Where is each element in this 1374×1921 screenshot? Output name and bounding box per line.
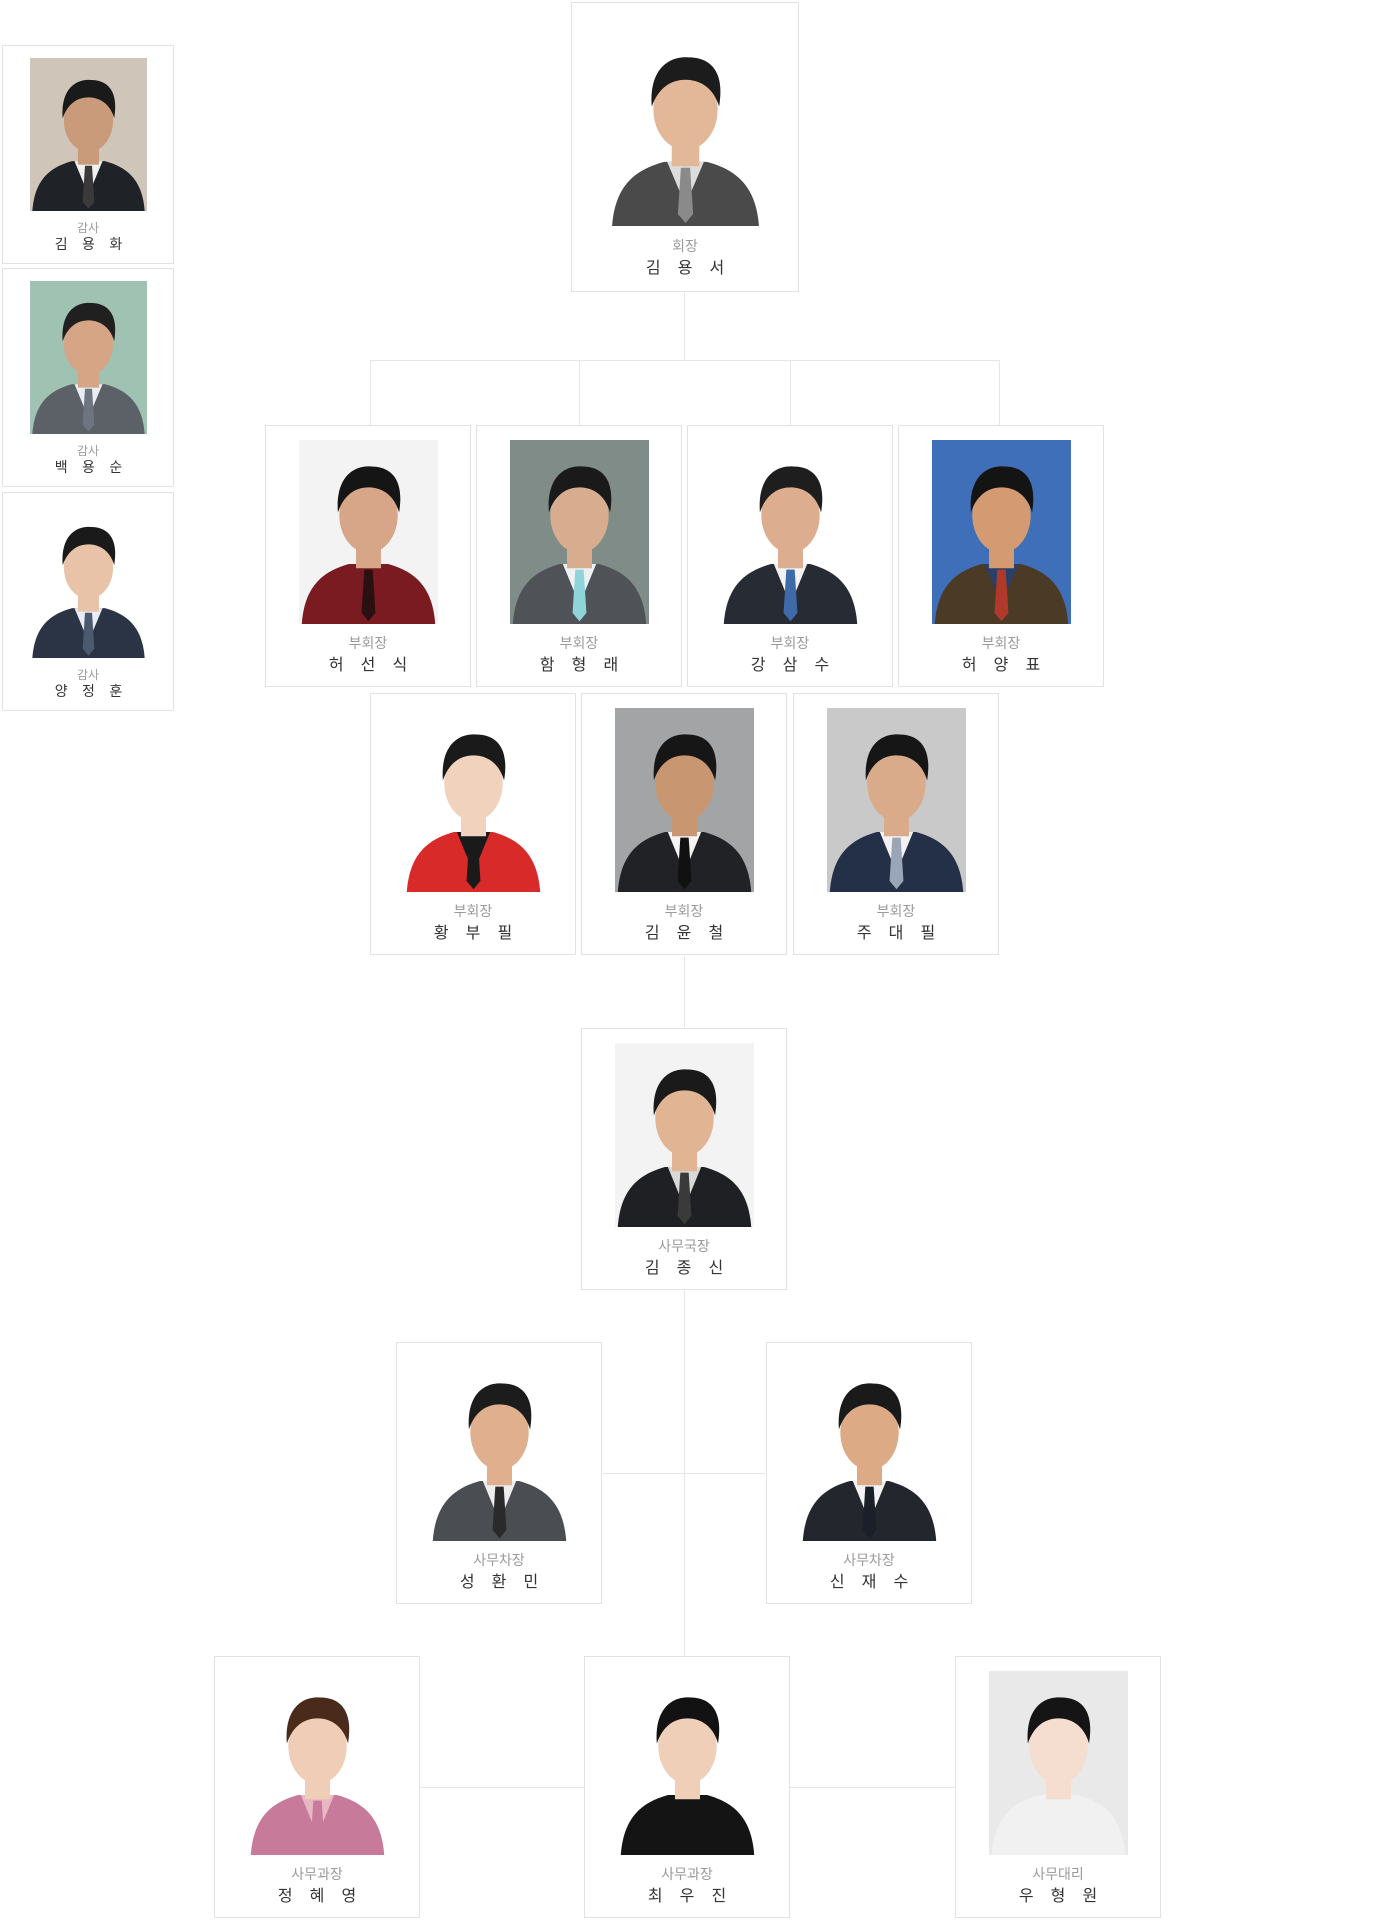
profile-photo bbox=[299, 440, 438, 624]
position-title: 부회장 bbox=[348, 636, 388, 652]
profile-photo bbox=[30, 505, 147, 658]
profile-photo bbox=[30, 58, 147, 211]
person-name: 성 환 민 bbox=[459, 1572, 545, 1591]
vice-president-card: 부회장 강 삼 수 bbox=[687, 425, 893, 687]
position-title: 사무과장 bbox=[291, 1867, 343, 1883]
position-title: 사무차장 bbox=[473, 1553, 525, 1569]
secretary-general-card: 사무국장 김 종 신 bbox=[581, 1028, 787, 1290]
person-name: 김 종 신 bbox=[644, 1258, 730, 1277]
position-title: 부회장 bbox=[453, 904, 493, 920]
connector-line bbox=[684, 956, 685, 1028]
connector-line bbox=[684, 1290, 685, 1658]
profile-photo bbox=[827, 708, 966, 892]
connector-line bbox=[370, 360, 1000, 361]
position-title: 부회장 bbox=[664, 904, 704, 920]
profile-photo bbox=[932, 440, 1071, 624]
person-name: 정 혜 영 bbox=[277, 1886, 363, 1905]
connector-line bbox=[684, 290, 685, 360]
person-name: 허 선 식 bbox=[328, 655, 414, 674]
president-card: 회장 김 용 서 bbox=[571, 2, 799, 292]
manager-card: 사무과장 최 우 진 bbox=[584, 1656, 790, 1918]
auditor-card: 감사 양 정 훈 bbox=[2, 492, 174, 711]
person-name: 강 삼 수 bbox=[750, 655, 836, 674]
vice-president-card: 부회장 함 형 래 bbox=[476, 425, 682, 687]
person-name: 양 정 훈 bbox=[54, 684, 128, 700]
profile-photo bbox=[615, 1043, 754, 1227]
connector-line bbox=[420, 1787, 585, 1788]
person-name: 허 양 표 bbox=[961, 655, 1047, 674]
vice-president-card: 부회장 황 부 필 bbox=[370, 693, 576, 955]
connector-line bbox=[790, 360, 791, 425]
position-title: 사무국장 bbox=[658, 1239, 710, 1255]
connector-line bbox=[790, 1787, 955, 1788]
person-name: 최 우 진 bbox=[647, 1886, 733, 1905]
person-name: 주 대 필 bbox=[856, 923, 942, 942]
profile-photo bbox=[510, 440, 649, 624]
manager-card: 사무대리 우 형 원 bbox=[955, 1656, 1161, 1918]
deputy-secretary-card: 사무차장 신 재 수 bbox=[766, 1342, 972, 1604]
vice-president-card: 부회장 주 대 필 bbox=[793, 693, 999, 955]
vice-president-card: 부회장 허 양 표 bbox=[898, 425, 1104, 687]
person-name: 김 용 화 bbox=[54, 237, 128, 253]
deputy-secretary-card: 사무차장 성 환 민 bbox=[396, 1342, 602, 1604]
person-name: 김 용 서 bbox=[645, 258, 731, 277]
vice-president-card: 부회장 허 선 식 bbox=[265, 425, 471, 687]
profile-photo bbox=[430, 1357, 569, 1541]
profile-photo bbox=[800, 1357, 939, 1541]
person-name: 황 부 필 bbox=[433, 923, 519, 942]
connector-line bbox=[999, 360, 1000, 425]
position-title: 회장 bbox=[672, 239, 698, 255]
person-name: 김 윤 철 bbox=[644, 923, 730, 942]
profile-photo bbox=[618, 1671, 757, 1855]
profile-photo bbox=[30, 281, 147, 434]
position-title: 사무차장 bbox=[843, 1553, 895, 1569]
profile-photo bbox=[615, 708, 754, 892]
profile-photo bbox=[404, 708, 543, 892]
person-name: 신 재 수 bbox=[829, 1572, 915, 1591]
position-title: 사무과장 bbox=[661, 1867, 713, 1883]
connector-line bbox=[602, 1473, 766, 1474]
person-name: 우 형 원 bbox=[1018, 1886, 1104, 1905]
position-title: 감사 bbox=[76, 221, 100, 235]
manager-card: 사무과장 정 혜 영 bbox=[214, 1656, 420, 1918]
position-title: 부회장 bbox=[981, 636, 1021, 652]
position-title: 감사 bbox=[76, 444, 100, 458]
profile-photo bbox=[989, 1671, 1128, 1855]
person-name: 함 형 래 bbox=[539, 655, 625, 674]
person-name: 백 용 순 bbox=[54, 460, 128, 476]
profile-photo bbox=[721, 440, 860, 624]
connector-line bbox=[579, 360, 580, 425]
connector-line bbox=[370, 360, 371, 425]
position-title: 부회장 bbox=[876, 904, 916, 920]
profile-photo bbox=[609, 29, 762, 226]
auditor-card: 감사 백 용 순 bbox=[2, 268, 174, 487]
position-title: 부회장 bbox=[770, 636, 810, 652]
profile-photo bbox=[248, 1671, 387, 1855]
position-title: 사무대리 bbox=[1032, 1867, 1084, 1883]
vice-president-card: 부회장 김 윤 철 bbox=[581, 693, 787, 955]
auditor-card: 감사 김 용 화 bbox=[2, 45, 174, 264]
position-title: 감사 bbox=[76, 668, 100, 682]
position-title: 부회장 bbox=[559, 636, 599, 652]
